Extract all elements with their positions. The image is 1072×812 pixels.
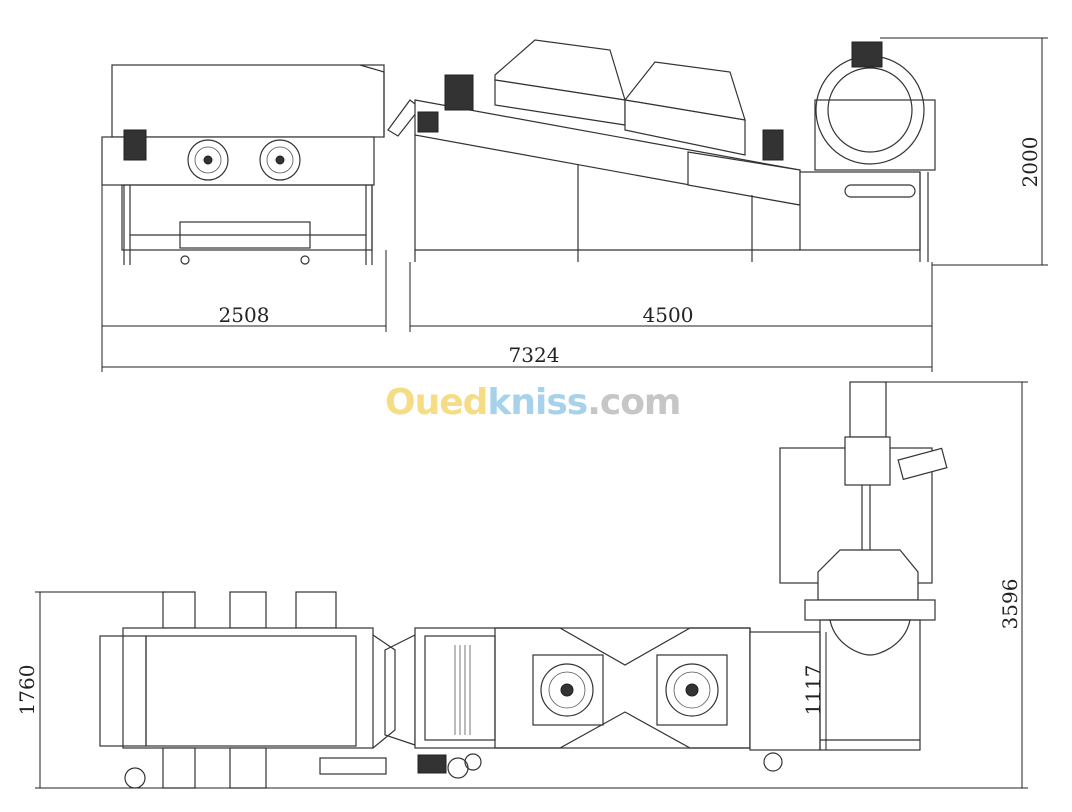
motor-icon xyxy=(444,74,474,111)
motor-icon xyxy=(123,129,147,161)
watermark-part-3: .com xyxy=(587,382,681,423)
watermark-logo: Ouedkniss.com xyxy=(385,382,681,423)
top-view-dimensions: 1760 1117 3596 xyxy=(15,381,1028,789)
side-view-drum xyxy=(799,41,936,262)
dimension-label-3596: 3596 xyxy=(998,579,1022,630)
motor-icon xyxy=(417,754,447,774)
watermark-part-2: kniss xyxy=(487,382,588,423)
top-view-drum-feeder xyxy=(779,381,948,751)
motor-icon xyxy=(851,41,883,68)
dimension-label-1760: 1760 xyxy=(15,665,39,716)
dimension-label-4500: 4500 xyxy=(643,303,694,327)
motor-icon xyxy=(762,129,784,161)
dimension-label-2000: 2000 xyxy=(1018,137,1042,188)
top-view-left-roaster xyxy=(99,591,396,789)
side-view-left-roaster xyxy=(101,64,385,265)
side-view-conveyor-dryer xyxy=(387,39,801,262)
side-view-dimensions: 2508 4500 7324 2000 xyxy=(101,37,1048,372)
watermark-part-1: Oued xyxy=(385,382,488,423)
top-view-conveyor-dryer xyxy=(384,627,821,779)
dimension-label-1117: 1117 xyxy=(801,665,825,716)
dimension-label-7324: 7324 xyxy=(509,343,560,367)
dimension-label-2508: 2508 xyxy=(219,303,270,327)
